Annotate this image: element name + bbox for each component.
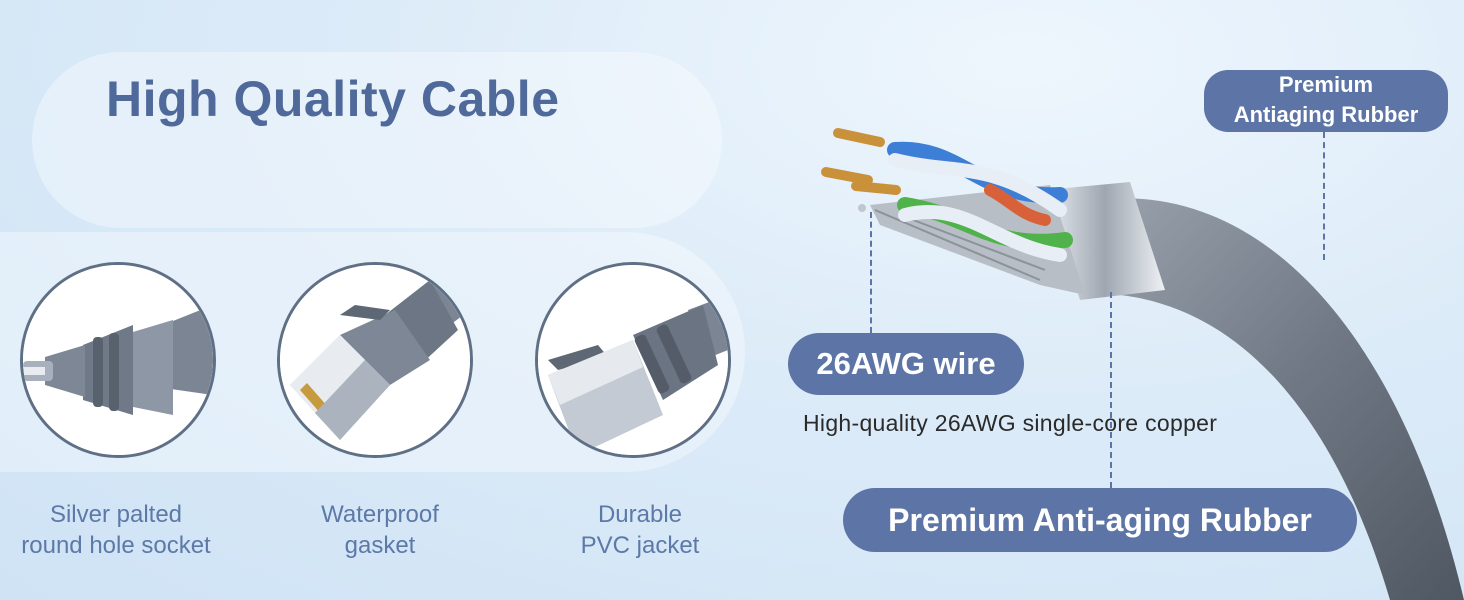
top-callout-leader <box>1323 132 1325 260</box>
awg-wire-badge: 26AWG wire <box>788 333 1024 395</box>
feature-caption-1-line2: round hole socket <box>21 532 211 559</box>
socket-closeup-icon <box>20 262 216 458</box>
feature-caption-3-line1: Durable <box>597 501 683 528</box>
feature-caption-1-line1: Silver palted <box>49 501 183 528</box>
page-title: High Quality Cable <box>106 71 560 127</box>
antiaging-rubber-badge: Premium Antiaging Rubber <box>1204 70 1448 132</box>
feature-caption-3-line2: PVC jacket <box>580 532 700 559</box>
pvc-jacket-connector-icon <box>535 262 731 458</box>
feature-caption-2-line1: Waterproof <box>321 501 439 528</box>
title-panel <box>32 52 722 228</box>
anti-aging-rubber-badge: Premium Anti-aging Rubber <box>843 488 1357 552</box>
antiaging-rubber-badge-line2: Antiaging Rubber <box>1233 102 1419 127</box>
feature-caption-3: Durable PVC jacket <box>555 499 725 561</box>
antiaging-rubber-badge-line1: Premium <box>1278 72 1374 97</box>
feature-caption-2-line2: gasket <box>344 532 416 559</box>
awg-wire-description: High-quality 26AWG single-core copper <box>803 410 1218 436</box>
feature-caption-1: Silver palted round hole socket <box>10 499 222 561</box>
feature-caption-2: Waterproof gasket <box>290 499 470 561</box>
bottom-callout-leader <box>1110 292 1112 488</box>
awg-callout-leader <box>870 212 872 333</box>
